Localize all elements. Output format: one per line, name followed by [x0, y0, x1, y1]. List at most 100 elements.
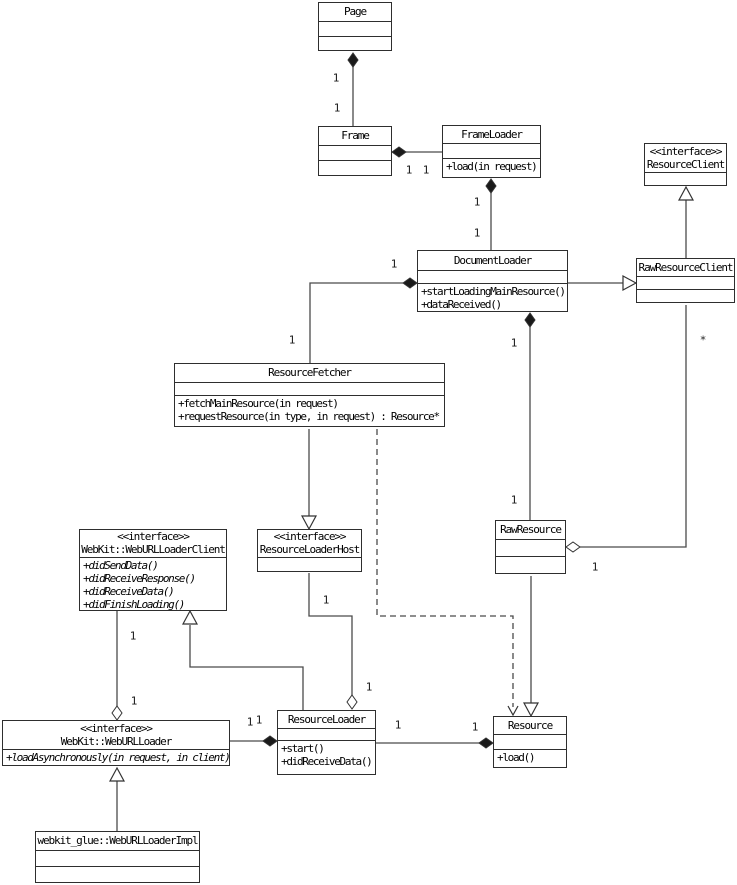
- class-box-resourcefetcher: ResourceFetcher +fetchMainResource(in req…: [174, 363, 445, 427]
- class-box-documentloader: DocumentLoader+startLoadingMainResource(…: [417, 250, 568, 312]
- methods-compartment: +start()+didReceiveData(): [278, 740, 375, 774]
- edge-frame-page: [347, 52, 359, 126]
- class-name: RawResource: [500, 523, 562, 536]
- class-box-page: Page: [318, 2, 392, 51]
- class-box-frameloader: FrameLoader +load(in request): [442, 125, 541, 178]
- generalization-triangle-icon: [108, 766, 126, 782]
- methods-compartment: +fetchMainResource(in request)+requestRe…: [175, 395, 444, 426]
- class-box-weburlloaderimpl: webkit_glue::WebURLLoaderImpl: [35, 831, 200, 883]
- empty-compartment: [319, 21, 391, 36]
- multiplicity-label: 1: [473, 226, 481, 240]
- multiplicity-label: 1: [322, 593, 330, 607]
- class-header: <<interface>>ResourceClient: [645, 144, 726, 172]
- multiplicity-label: 1: [246, 715, 254, 729]
- empty-compartment: [36, 850, 199, 866]
- class-box-frame: Frame: [318, 126, 392, 176]
- class-box-weburlloaderclient: <<interface>>WebKit::WebURLLoaderClient+…: [79, 529, 227, 611]
- empty-compartment: [319, 36, 391, 50]
- class-box-resourceloaderhost: <<interface>>ResourceLoaderHost: [257, 529, 362, 572]
- empty-compartment: [645, 172, 726, 185]
- methods-compartment: +load(in request): [443, 158, 540, 177]
- empty-compartment: [496, 539, 565, 556]
- class-box-resource: Resource +load(): [493, 716, 567, 768]
- method-label: +requestResource(in type, in request) : …: [178, 410, 440, 423]
- edge-resourcefetcher-documentloader: [309, 277, 418, 363]
- class-box-rawresourceclient: RawResourceClient: [636, 258, 735, 303]
- class-name: Page: [343, 5, 367, 18]
- edge-frameloader-frame: [391, 146, 442, 158]
- aggregation-diamond-icon: [111, 705, 123, 721]
- class-header: FrameLoader: [443, 126, 540, 143]
- edge-resourceloaderhost-resourceloader: [308, 573, 358, 710]
- generalization-triangle-icon: [622, 274, 638, 292]
- edge-rawresource-documentloader: [524, 312, 536, 520]
- method-label: +didSendData(): [83, 559, 159, 572]
- empty-compartment: [319, 160, 391, 175]
- class-name: RawResourceClient: [638, 260, 734, 274]
- edge-resourcefetcher-resource: [376, 429, 519, 717]
- class-box-resourceloader: ResourceLoader +start()+didReceiveData(): [277, 710, 376, 775]
- aggregation-diamond-icon: [565, 541, 581, 553]
- edge-documentloader-frameloader: [485, 178, 497, 250]
- composition-diamond-icon: [391, 146, 407, 158]
- generalization-triangle-icon: [677, 185, 695, 201]
- class-name: ResourceFetcher: [268, 366, 352, 379]
- method-label: +didFinishLoading(): [83, 598, 185, 611]
- empty-compartment: [443, 143, 540, 158]
- method-label: +loadAsynchronously(in request, in clien…: [6, 751, 231, 764]
- class-header: DocumentLoader: [418, 251, 567, 270]
- class-header: <<interface>>ResourceLoaderHost: [258, 530, 361, 557]
- edge-resourceloader-weburlloaderclient: [181, 609, 304, 710]
- edge-rawresourceclient-rawresource: [565, 305, 687, 553]
- multiplicity-label: 1: [510, 336, 518, 350]
- composition-diamond-icon: [347, 52, 359, 68]
- stereotype-label: <<interface>>: [649, 144, 723, 158]
- multiplicity-label: 1: [332, 71, 340, 85]
- class-name: webkit_glue::WebURLLoaderImpl: [37, 834, 198, 847]
- composition-diamond-icon: [402, 277, 418, 289]
- multiplicity-label: 1: [390, 257, 398, 271]
- method-label: +dataReceived(): [421, 298, 502, 311]
- method-label: +didReceiveData(): [281, 755, 373, 768]
- empty-compartment: [637, 276, 734, 289]
- methods-compartment: +load(): [494, 749, 566, 767]
- empty-compartment: [418, 270, 567, 283]
- class-name: ResourceClient: [646, 157, 725, 171]
- class-name: FrameLoader: [461, 127, 523, 141]
- generalization-triangle-icon: [181, 609, 199, 625]
- class-header: Frame: [319, 127, 391, 145]
- method-label: +load(in request): [446, 160, 538, 173]
- generalization-triangle-icon: [300, 515, 318, 531]
- edge-rawresourceclient-resourceclient: [677, 185, 695, 258]
- empty-compartment: [496, 556, 565, 573]
- multiplicity-label: 1: [591, 560, 599, 574]
- empty-compartment: [494, 734, 566, 749]
- class-header: Page: [319, 3, 391, 21]
- multiplicity-label: *: [699, 333, 707, 347]
- class-name: DocumentLoader: [453, 253, 532, 267]
- composition-diamond-icon: [262, 735, 278, 747]
- methods-compartment: +didSendData()+didReceiveResponse()+didR…: [80, 557, 226, 611]
- class-header: RawResource: [496, 521, 565, 539]
- stereotype-label: <<interface>>: [117, 530, 190, 543]
- edge-weburlloaderclient-weburlloader: [111, 611, 123, 721]
- multiplicity-label: 1: [394, 718, 402, 732]
- multiplicity-label: 1: [365, 680, 373, 694]
- composition-diamond-icon: [524, 312, 536, 328]
- generalization-triangle-icon: [522, 702, 540, 718]
- class-header: ResourceLoader: [278, 711, 375, 728]
- class-name: Frame: [341, 129, 370, 142]
- aggregation-diamond-icon: [346, 694, 358, 710]
- class-header: Resource: [494, 717, 566, 734]
- class-header: RawResourceClient: [637, 259, 734, 276]
- method-label: +load(): [497, 751, 536, 764]
- edge-rawresource-resource: [522, 576, 540, 718]
- class-box-resourceclient: <<interface>>ResourceClient: [644, 143, 727, 186]
- stereotype-label: <<interface>>: [80, 721, 153, 735]
- composition-diamond-icon: [485, 178, 497, 194]
- multiplicity-label: 1: [405, 163, 413, 177]
- multiplicity-label: 1: [333, 101, 341, 115]
- class-header: <<interface>>WebKit::WebURLLoaderClient: [80, 530, 226, 557]
- multiplicity-label: 1: [255, 713, 263, 727]
- composition-diamond-icon: [478, 737, 494, 749]
